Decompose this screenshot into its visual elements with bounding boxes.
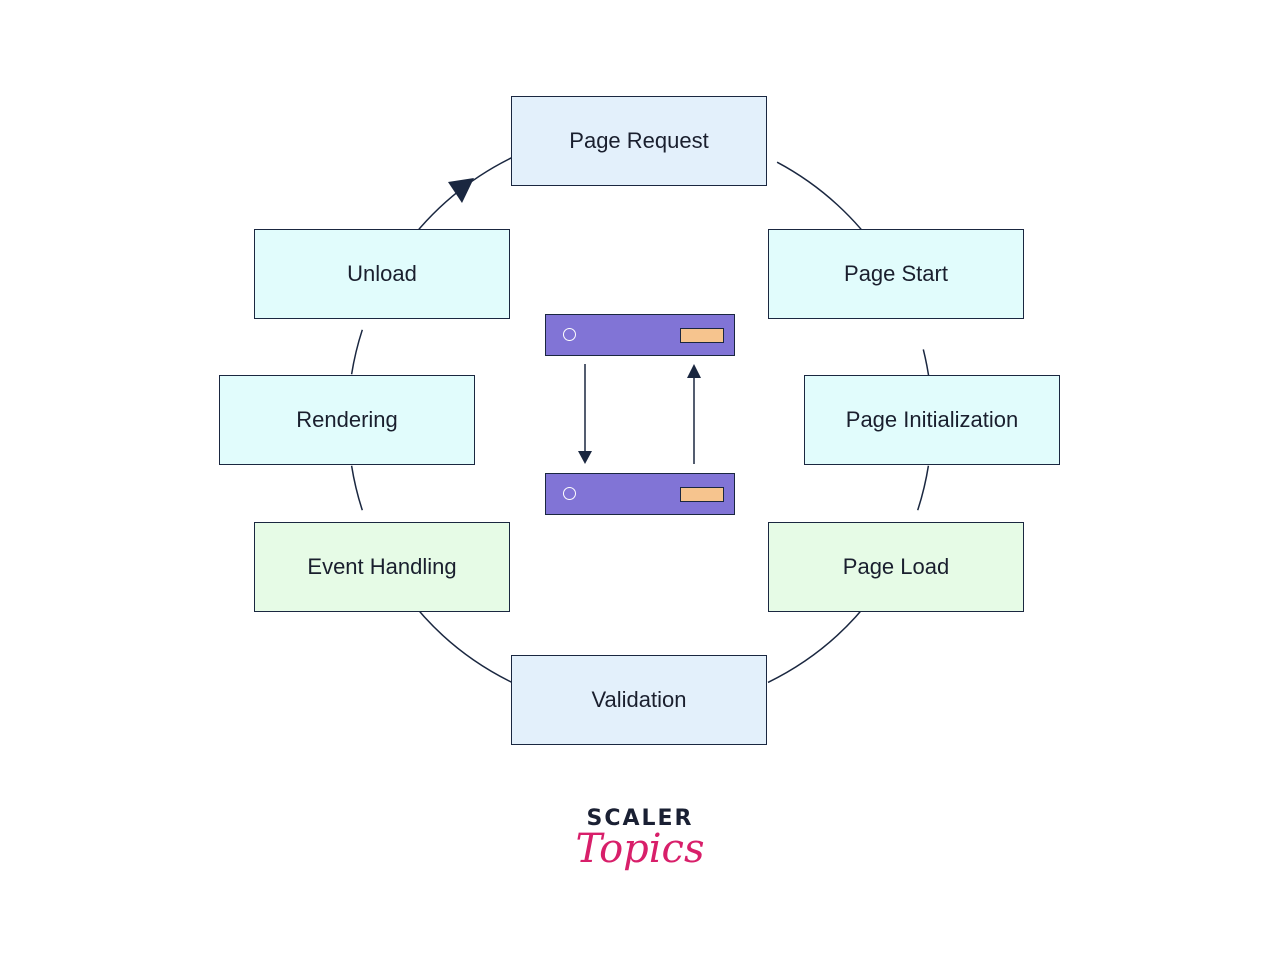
- cycle-arc-3: [916, 465, 930, 511]
- stage-page-start: Page Start: [768, 229, 1024, 319]
- stage-rendering: Rendering: [219, 375, 475, 465]
- stage-label: Event Handling: [307, 554, 457, 579]
- server-led-icon: [563, 487, 576, 500]
- stage-label: Page Initialization: [845, 407, 1019, 432]
- logo-script: Topics: [575, 826, 705, 872]
- stage-event-handling: Event Handling: [254, 522, 510, 612]
- stage-page-initialization: Page Initialization: [804, 375, 1060, 465]
- stage-label: Page Start: [844, 261, 948, 286]
- cycle-arc-7: [350, 329, 364, 375]
- stage-label: Rendering: [296, 407, 398, 432]
- cycle-arrowhead-icon: [448, 178, 474, 203]
- stage-unload: Unload: [254, 229, 510, 319]
- up-arrow-icon: [687, 364, 701, 378]
- stage-page-request: Page Request: [511, 96, 767, 186]
- server-icon-top: [545, 314, 735, 356]
- stage-label: Page Load: [842, 554, 950, 579]
- logo-wordmark: SCALER: [586, 806, 694, 831]
- stage-label: Unload: [347, 261, 417, 286]
- stage-label: Validation: [591, 687, 687, 712]
- stage-page-load: Page Load: [768, 522, 1024, 612]
- server-slot-icon: [680, 328, 724, 343]
- stage-label: Page Request: [569, 128, 709, 153]
- server-icon-bottom: [545, 473, 735, 515]
- stage-validation: Validation: [511, 655, 767, 745]
- scaler-topics-logo: SCALER Topics: [560, 806, 720, 906]
- server-slot-icon: [680, 487, 724, 502]
- down-arrow-icon: [578, 451, 592, 464]
- server-led-icon: [563, 328, 576, 341]
- cycle-arc-6: [350, 465, 364, 511]
